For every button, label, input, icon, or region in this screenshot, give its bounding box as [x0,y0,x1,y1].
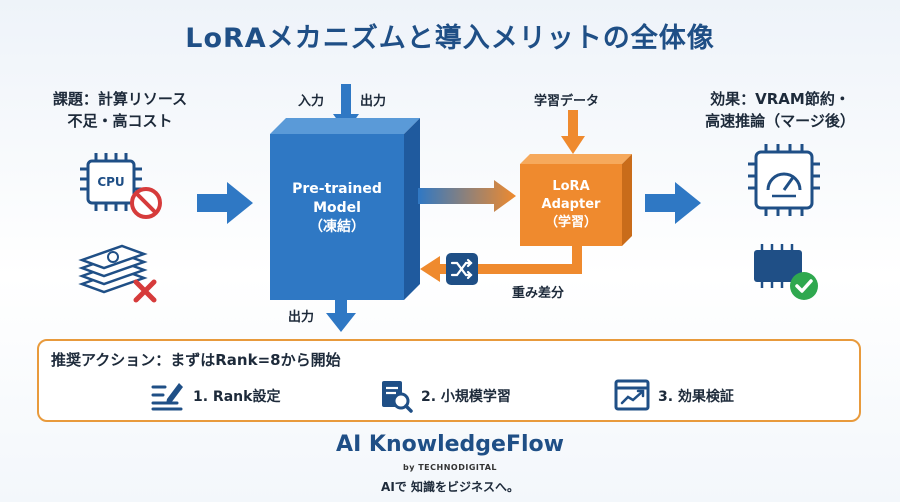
adapter-line2: Adapter [541,197,601,212]
effect-title: 効果：VRAM節約・ 高速推論（マージ後） [680,88,880,132]
model-line3: （凍結） [309,219,365,235]
model-output-top-label: 出力 [360,94,387,109]
model-line1: Pre-trained [292,181,382,197]
arrow-to-adapter-icon [418,178,518,218]
model-input-label: 入力 [298,94,325,109]
footer-brand: AI KnowledgeFlow [336,432,564,457]
adapter-line3: （学習） [544,215,597,230]
page-title: LoRAメカニズムと導入メリットの全体像 [185,23,715,54]
lora-adapter-block: LoRA Adapter （学習） [520,154,632,246]
model-output-bottom-label: 出力 [288,310,315,325]
cpu-icon: CPU [78,145,168,225]
edit-list-icon [151,383,183,411]
step-2-label: 2. 小規模学習 [421,389,511,405]
footer-tagline: AIで 知識をビジネスへ。 [381,480,519,494]
effect-line1: 効果：VRAM節約・ [710,90,850,108]
money-stack-icon [78,238,168,308]
arrow-to-model-icon [195,178,255,232]
adapter-text: LoRA Adapter （学習） [520,178,622,232]
model-line2: Model [313,200,361,216]
step-1-label: 1. Rank設定 [193,389,281,405]
training-data-label: 学習データ [534,94,600,109]
feedback-arrow-icon [398,244,588,288]
effect-line2: 高速推論（マージ後） [705,112,855,130]
step-3-label: 3. 効果検証 [658,389,734,405]
problem-line1: 課題：計算リソース [52,90,188,108]
weight-delta-label: 重み差分 [512,286,565,301]
arrow-to-effect-icon [643,178,703,232]
chart-window-icon [614,379,650,411]
document-search-icon [382,381,413,413]
action-panel: 推奨アクション：まずはRank=8から開始 1. Rank設定 2. 小規模学習… [37,339,861,422]
shuffle-icon [446,253,478,285]
problem-line2: 不足・高コスト [67,112,173,130]
memory-check-icon [748,240,828,308]
model-text: Pre-trained Model （凍結） [270,180,404,237]
footer-by: by TECHNODIGITAL [403,463,497,472]
speed-chip-icon [744,140,824,224]
training-data-arrow-icon [561,110,585,160]
problem-title: 課題：計算リソース 不足・高コスト [30,88,210,132]
pretrained-model-block: Pre-trained Model （凍結） [270,118,420,300]
action-title: 推奨アクション：まずはRank=8から開始 [51,351,341,369]
output-arrow-icon [326,287,356,337]
adapter-line1: LoRA [552,179,590,194]
cpu-label: CPU [97,175,125,189]
